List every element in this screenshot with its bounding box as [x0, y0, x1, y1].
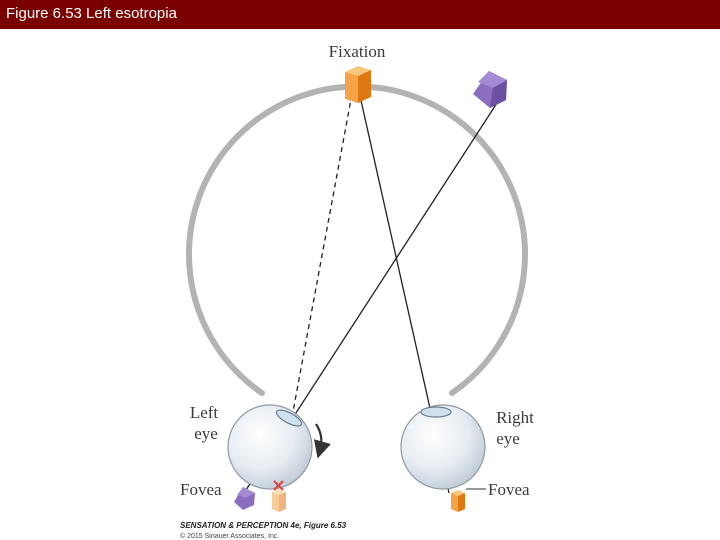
credit-line-1: SENSATION & PERCEPTION 4e, Figure 6.53 [180, 521, 347, 530]
title-bar: Figure 6.53 Left esotropia [0, 0, 720, 29]
page-title: Figure 6.53 Left esotropia [6, 5, 177, 22]
right-fovea-label: Fovea [488, 480, 530, 499]
crossed-fovea-image [272, 489, 286, 512]
left-eye-lens [275, 409, 303, 427]
left-eye [227, 404, 313, 490]
left-eye-label-line2: eye [194, 424, 218, 443]
credit-line-2: © 2015 Sinauer Associates, Inc. [180, 532, 279, 540]
x-mark-icon [273, 480, 284, 491]
curved-arrow-icon [313, 423, 331, 459]
left-fovea-label: Fovea [180, 480, 222, 499]
fixation-object [345, 66, 371, 103]
purple-object [473, 71, 507, 108]
right-eye-lens [420, 406, 452, 418]
right-eye-label-line1: Right [496, 408, 534, 427]
fixation-label: Fixation [329, 42, 386, 61]
left-eye-label-line1: Left [190, 403, 219, 422]
right-fovea-image [451, 490, 465, 512]
right-eye-label-line2: eye [496, 429, 520, 448]
visual-field-arc [186, 83, 528, 396]
left-fovea-image [234, 487, 255, 510]
right-eye [400, 404, 486, 490]
